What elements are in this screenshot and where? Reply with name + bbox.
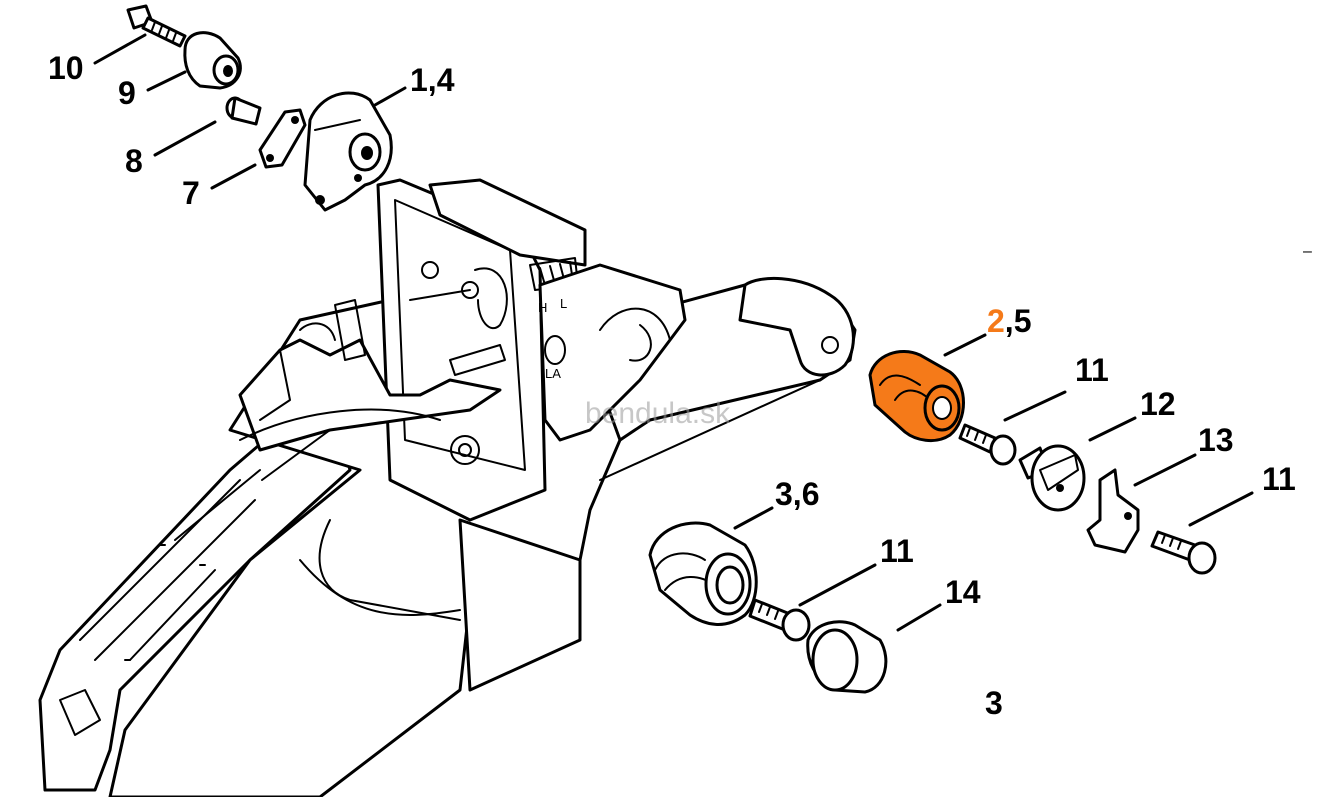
callout-3-6: 3,6 [775,476,819,512]
callout-10: 10 [48,50,84,86]
screw-11b [1150,530,1217,575]
pin-8 [225,96,262,126]
callout-7: 7 [182,175,200,211]
callout-3: 3 [985,685,1003,721]
stop-disc-12 [1018,444,1086,512]
leader-lines [93,33,1254,632]
cap-14 [806,620,888,694]
watermark: bendula.sk [585,397,731,430]
housing-mark-la: LA [545,366,561,381]
callout-labels: 10 9 1,4 8 7 2,5 11 12 13 11 3,6 11 14 3 [48,50,1296,721]
callout-8: 8 [125,143,143,179]
plate-7 [258,108,307,169]
screw-11a [958,423,1017,466]
housing-mark-l: L [560,296,567,311]
callout-11a: 11 [1075,352,1109,388]
screw-10 [126,4,187,48]
callout-11b: 11 [1262,461,1296,497]
callout-11c: 11 [880,533,914,569]
buffer-2-5-highlighted [868,350,965,443]
washer-9 [183,31,242,90]
callout-14: 14 [945,574,981,610]
cover-plate-1-4 [303,91,393,212]
housing-mark-h: H [538,300,547,315]
callout-2-highlighted: 2 [987,303,1005,339]
callout-1-4: 1,4 [410,62,455,98]
callout-12: 12 [1140,386,1176,422]
callout-13: 13 [1198,422,1234,458]
buffer-3-6 [648,521,758,626]
edge-mark: – [1303,243,1312,260]
callout-5: ,5 [1005,303,1032,339]
bracket-13 [1086,468,1140,554]
callout-2-5: 2,5 [987,303,1031,339]
main-housing: H L LA [38,178,857,797]
callout-9: 9 [118,75,136,111]
screw-11c [748,598,811,642]
